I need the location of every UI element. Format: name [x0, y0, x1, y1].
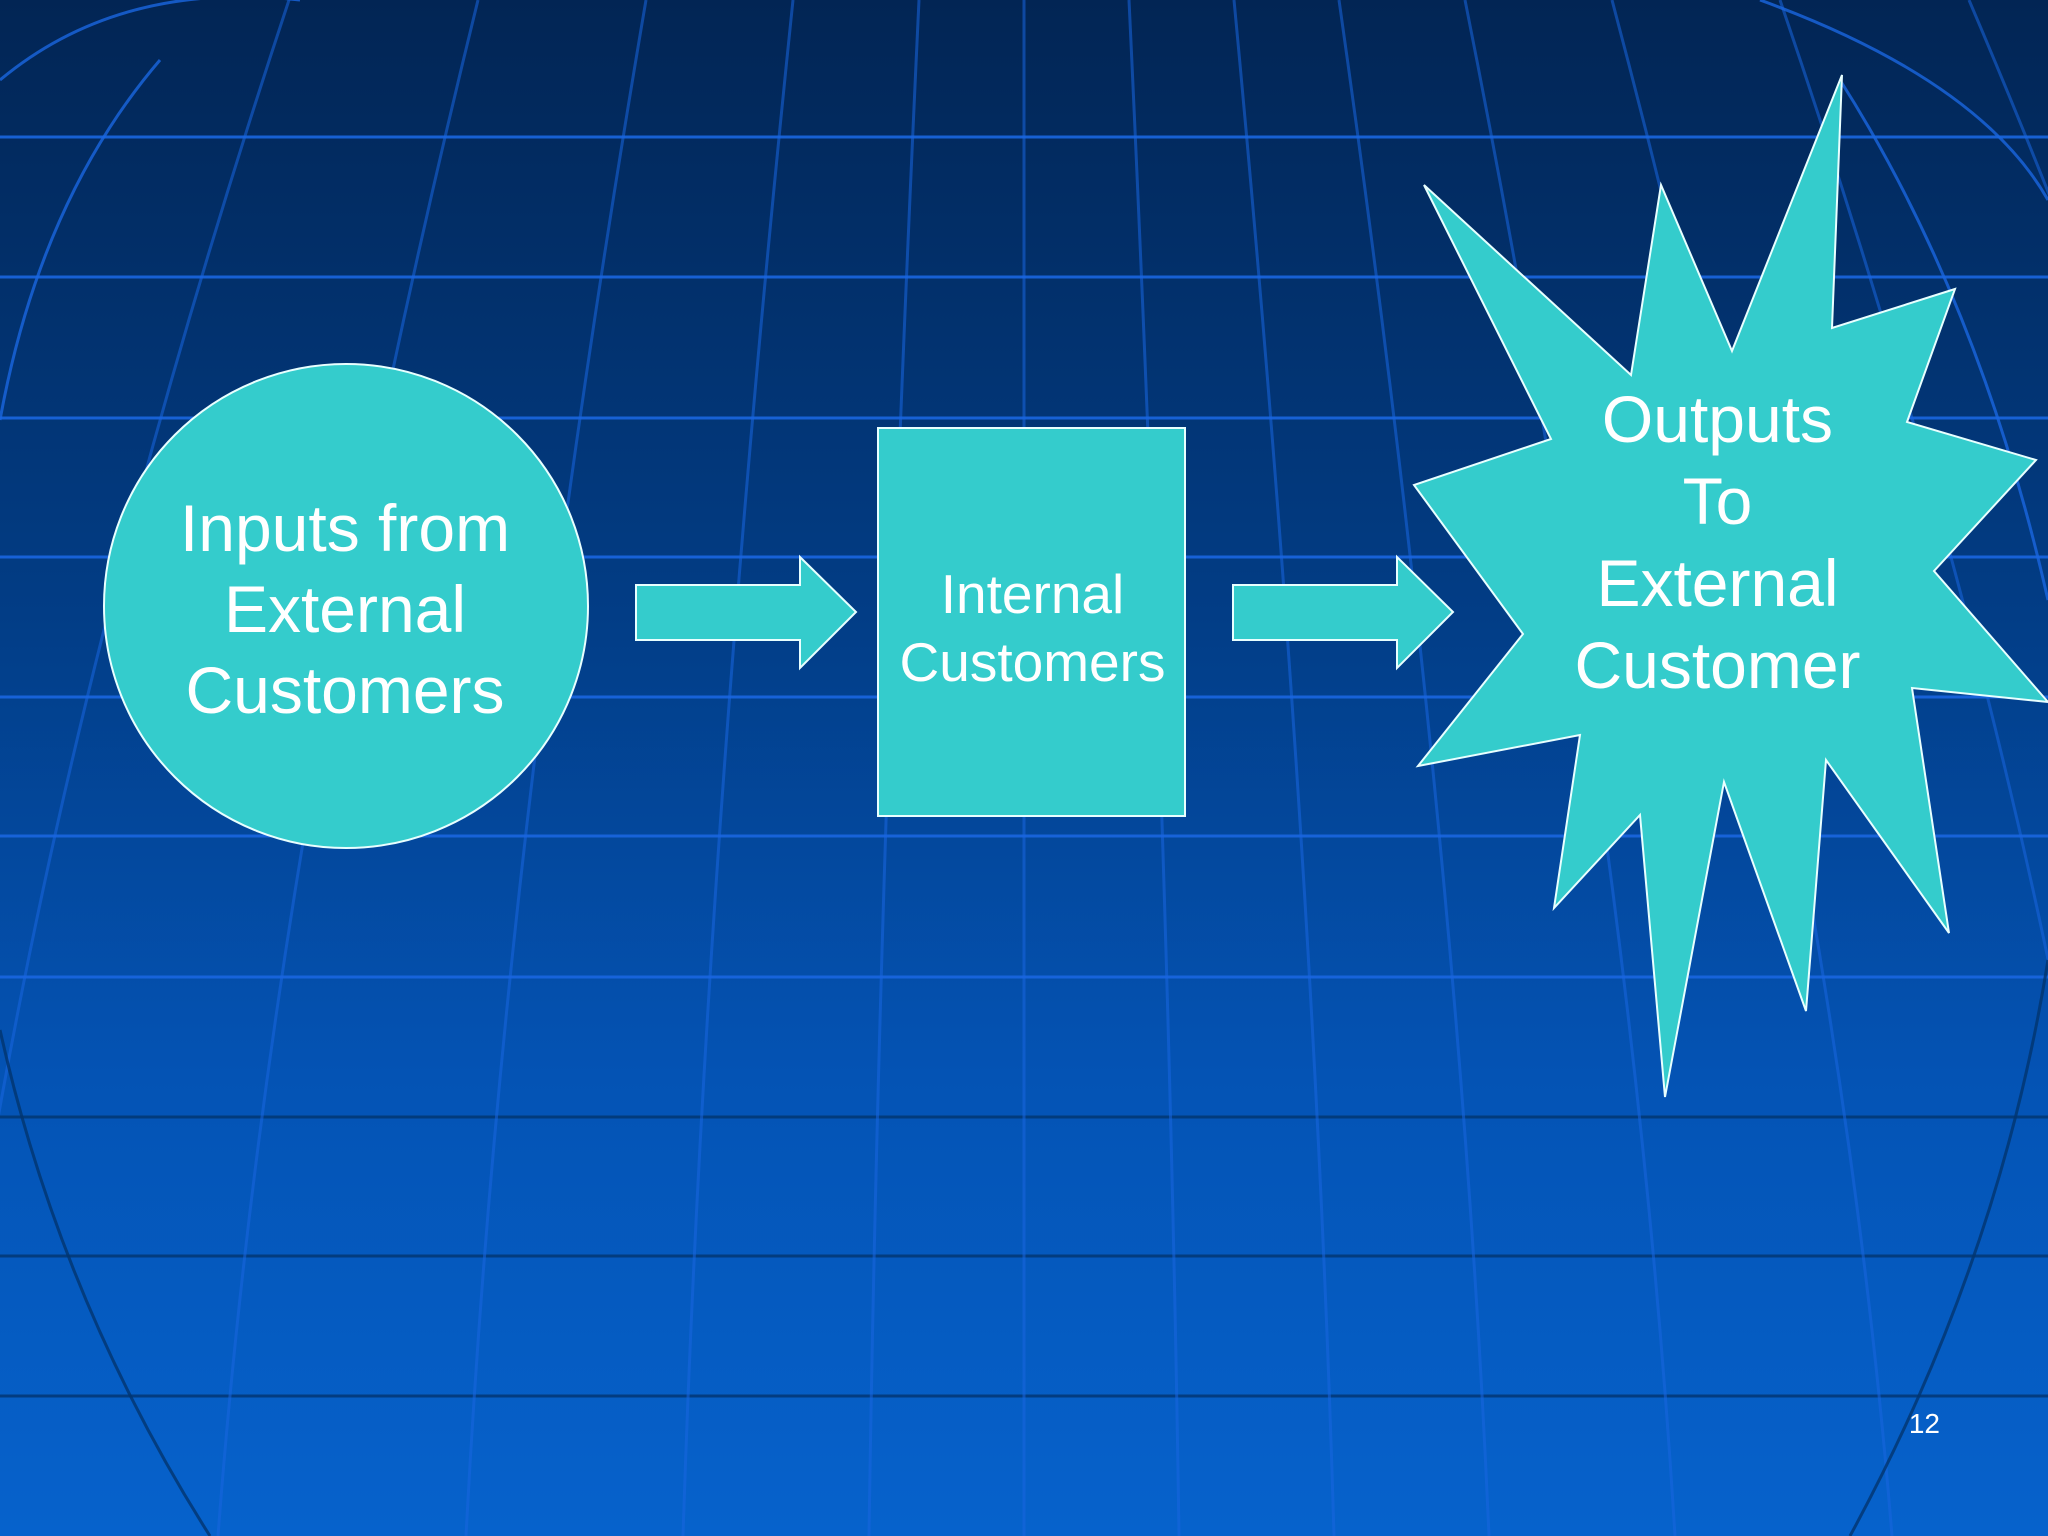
- input-node-circle: [103, 363, 589, 849]
- right-arrow-icon: [1232, 554, 1455, 671]
- grid-globe-arc: [0, 59, 162, 421]
- output-node-starburst: [1412, 74, 2048, 1098]
- grid-longitude-line: [1778, 0, 2048, 967]
- grid-longitude-line: [681, 0, 795, 1536]
- grid-globe-arc: [0, 1029, 212, 1536]
- grid-globe-arc: [0, 0, 300, 82]
- input-node-label: Inputs from External Customers: [179, 491, 511, 727]
- grid-longitude-line: [0, 0, 291, 1116]
- grid-longitude-line: [1232, 0, 1336, 1536]
- right-arrow-icon: [635, 554, 858, 671]
- grid-longitude-line: [464, 0, 648, 1536]
- process-node-rectangle: [877, 427, 1186, 817]
- slide-page-number: 12: [1908, 1408, 1940, 1439]
- grid-longitude-line: [1337, 0, 1491, 1536]
- output-node-label: Outputs To External Customer: [1574, 382, 1861, 702]
- grid-globe-arc: [1848, 959, 2048, 1536]
- process-node-label: Internal Customers: [899, 563, 1166, 693]
- grid-globe-arc: [1838, 79, 2048, 601]
- grid-globe-arc: [1759, 0, 2048, 201]
